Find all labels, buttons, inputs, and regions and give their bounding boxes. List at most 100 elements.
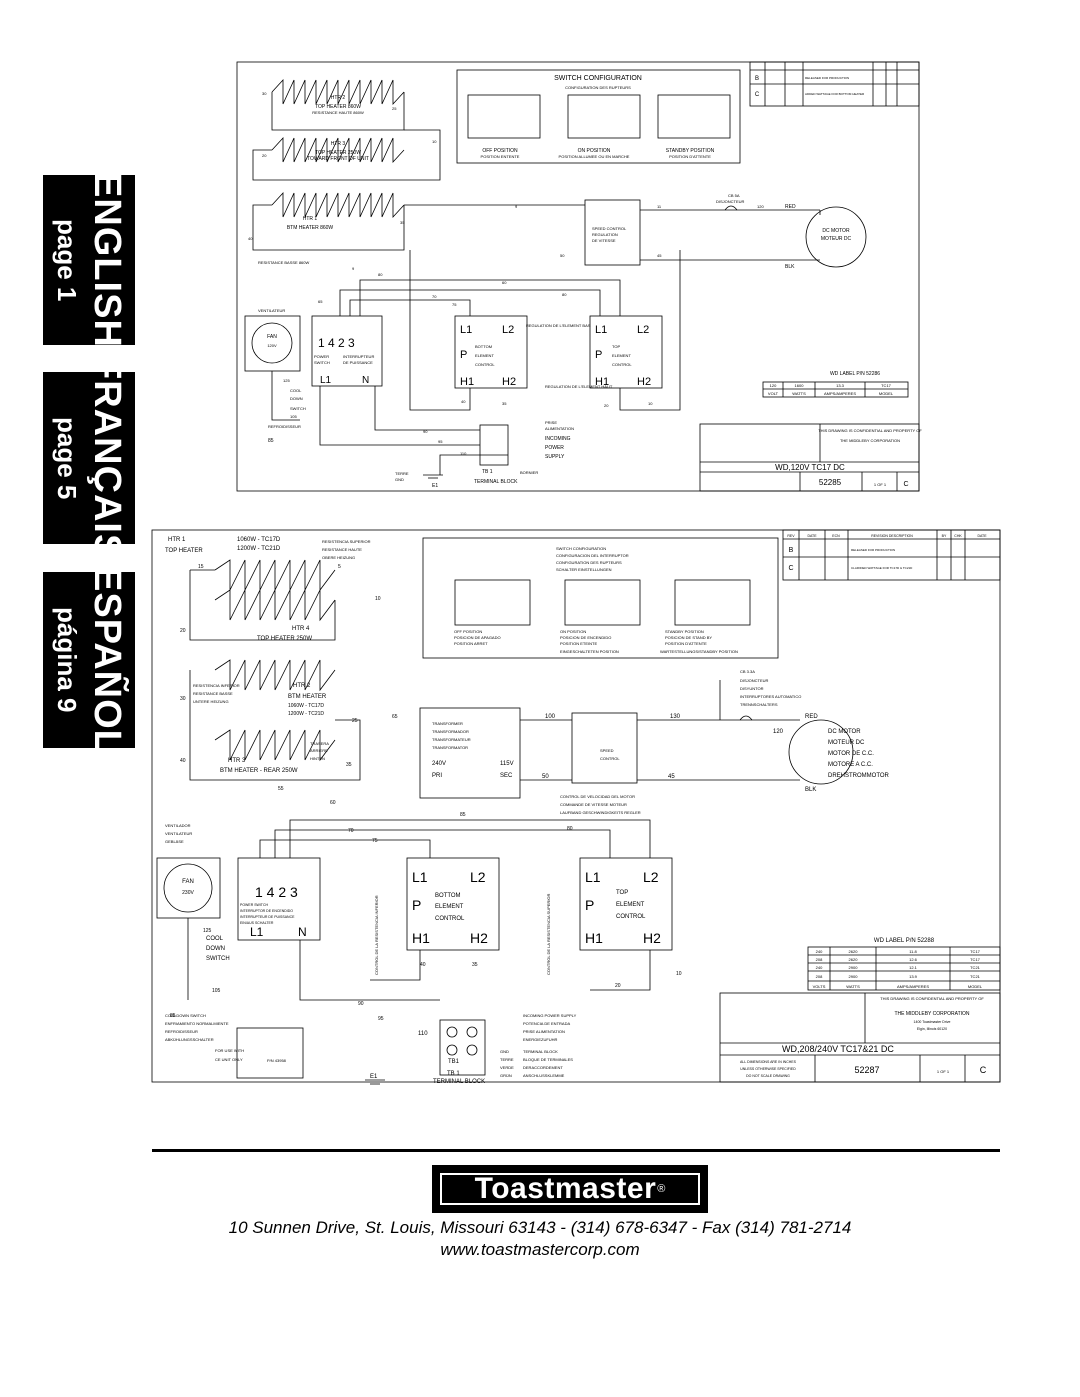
part-no-2: 52287 <box>854 1065 879 1075</box>
part-no-1: 52285 <box>819 478 842 487</box>
prise-label-1: PRISE <box>545 420 557 425</box>
wire-num: 95 <box>378 1016 384 1022</box>
switch-config-fr: CONFIGURATION DES RUPTEURS <box>556 560 622 565</box>
label-cell: 12.1 <box>909 965 918 970</box>
do-not-scale-note: DO NOT SCALE DRAWING <box>746 1074 790 1078</box>
wire-num: 9 <box>515 204 518 209</box>
v240-label: 240V <box>432 761 446 767</box>
on-position-label-2: ON POSITION <box>560 629 586 634</box>
tab-english-title: ENGLISH <box>86 172 128 348</box>
control-top-label-2: CONTROL <box>616 914 646 920</box>
on-position-fr-2: POSITION ETEINTE <box>560 641 597 646</box>
wire-num: 15 <box>198 564 204 570</box>
wire-num: 30 <box>262 91 267 96</box>
logo-registered-mark: ® <box>657 1183 666 1195</box>
standby-es: POSICION DE STAND BY <box>665 635 712 640</box>
wire-num: 50 <box>560 253 565 258</box>
wiring-diagram-120v: SWITCH CONFIGURATION CONFIGURATION DES R… <box>236 61 922 492</box>
switch-config-de: SCHALTER EINSTELLUNGEN <box>556 567 612 572</box>
wire-num: 20 <box>604 403 609 408</box>
rev-row-c-1: C <box>755 92 760 98</box>
label-cell: 11.8 <box>909 949 917 954</box>
wire-num: 60 <box>330 800 336 806</box>
moteur-dc-label-2: MOTEUR DC <box>828 740 865 746</box>
cb-label-1: CB 5A <box>728 193 740 198</box>
transformator-label: TRANSFORMATOR <box>432 745 468 750</box>
btm-heater-fr: RESISTANCE BASSE 860W <box>258 260 310 265</box>
geblase-label: GEBLÄSE <box>165 839 184 844</box>
bloque-label: BLOQUE DE TERMINALES <box>523 1057 573 1062</box>
l2-bottom-ctrl-1: L2 <box>502 324 514 336</box>
int-encendido-label: INTERRUPTOR DE ENCENDIDO <box>240 909 293 913</box>
einaus-label: EIN/AUS SCHALTER <box>240 921 274 925</box>
l2-top-ctrl-2: L2 <box>643 869 659 885</box>
label-cell: 13.9 <box>909 974 918 979</box>
rev-row-b-desc-1: RELEASED FOR PRODUCTION <box>805 76 849 80</box>
label-amps-val-1: 13.3 <box>836 383 845 388</box>
wire-num: 40 <box>180 758 186 764</box>
ctrl-inf-vertical-label: CONTROL DE LA RESISTENCIA INFERIOR <box>374 895 379 975</box>
cb-de-label: TRENNSCHALTERS <box>740 702 778 707</box>
moteur-dc-label-1: MOTEUR DC <box>821 236 852 242</box>
element-bottom-label-1: ELEMENT <box>475 353 494 358</box>
power-supply-label-1: POWER <box>545 445 564 451</box>
logo-text: Toastmaster <box>474 1172 657 1205</box>
tab-francais-title: FRANÇAIS <box>86 355 128 561</box>
tab-espanol[interactable]: ESPAÑOL página 9 <box>43 566 135 754</box>
label-hdr: WATTS <box>846 984 860 989</box>
speed-control-box-2 <box>571 712 638 784</box>
wire-num: 60 <box>502 280 507 285</box>
diagram1-border <box>236 61 920 492</box>
h2-bottom-ctrl-1: H2 <box>502 376 516 388</box>
bottom-label-1: BOTTOM <box>475 344 492 349</box>
motor-de-cc-label: MOTOR DE C.C. <box>828 751 874 757</box>
standby-position-label-1: STANDBY POSITION <box>666 148 715 154</box>
deracc-label: DERACCORDEMENT <box>523 1065 563 1070</box>
ventilateur-label-2: VENTILATEUR <box>165 831 192 836</box>
supply-label-1: SUPPLY <box>545 454 565 460</box>
incoming-power-label-2: INCOMING POWER SUPPLY <box>523 1013 577 1018</box>
switch-digits-2: 1 4 2 3 <box>255 884 298 900</box>
company-city-small: Elgin, Illinois 60120 <box>917 1027 947 1031</box>
l1-bottom-ctrl-2: L1 <box>412 869 428 885</box>
label-cell: 208 <box>816 957 823 962</box>
wire-num: 40 <box>248 236 253 241</box>
label-model-hdr-1: MODEL <box>879 391 894 396</box>
motore-cc-label: MOTORE A C.C. <box>828 762 873 768</box>
btm-heater-860-label: BTM HEATER 860W <box>287 225 334 231</box>
wattage-tc17d-top: 1060W - TC17D <box>237 537 281 543</box>
label-volt-val-1: 120 <box>770 383 777 388</box>
wire-num: 40 <box>461 399 466 404</box>
cool-switch-label-2: SWITCH <box>206 956 230 962</box>
tab-english[interactable]: ENGLISH page 1 <box>43 172 135 348</box>
wire-num: 90 <box>358 1001 364 1007</box>
standby-label-2: STANDBY POSITION <box>665 629 704 634</box>
wire-num: 70 <box>432 294 437 299</box>
p-top-ctrl-2: P <box>585 897 594 913</box>
de-puissance-label-1: DE PUISSANCE <box>343 360 373 365</box>
switch-config-box-2 <box>422 537 779 659</box>
label-cell: 240 <box>816 949 823 954</box>
trasera-label: TRASERA <box>310 741 329 746</box>
cb-fr-label-2: DISJONCTEUR <box>740 678 769 683</box>
fan-box-2 <box>156 857 221 919</box>
wire-num: 25 <box>352 718 358 724</box>
tb1-label-2: TB 1 <box>447 1071 460 1077</box>
cb-es2-label: INTERRUPTORES AUTOMATICO <box>740 694 801 699</box>
title-block-text-2: WD,208/240V TC17&21 DC <box>782 1044 894 1054</box>
res-basse-label: RESISTANCE BASSE <box>193 691 233 696</box>
wire-num: 9 <box>352 266 355 271</box>
ce-unit-only-label: CE UNIT ONLY <box>215 1057 243 1062</box>
h1-top-ctrl-2: H1 <box>585 930 603 946</box>
tab-francais[interactable]: FRANÇAIS page 5 <box>43 356 135 560</box>
htr1-label-1: HTR 1 <box>303 216 318 222</box>
company-website[interactable]: www.toastmastercorp.com <box>440 1240 640 1259</box>
wire-num: 35 <box>502 401 507 406</box>
switch-digits-1: 1 4 2 3 <box>318 336 355 350</box>
speed-label-2: SPEED <box>600 748 614 753</box>
dc-motor-label-2: DC MOTOR <box>828 729 861 735</box>
pri-label: PRI <box>432 773 442 779</box>
wire-num: 80 <box>562 292 567 297</box>
switch-config-box <box>456 69 741 164</box>
title-block-text-1: WD,120V TC17 DC <box>775 463 845 472</box>
